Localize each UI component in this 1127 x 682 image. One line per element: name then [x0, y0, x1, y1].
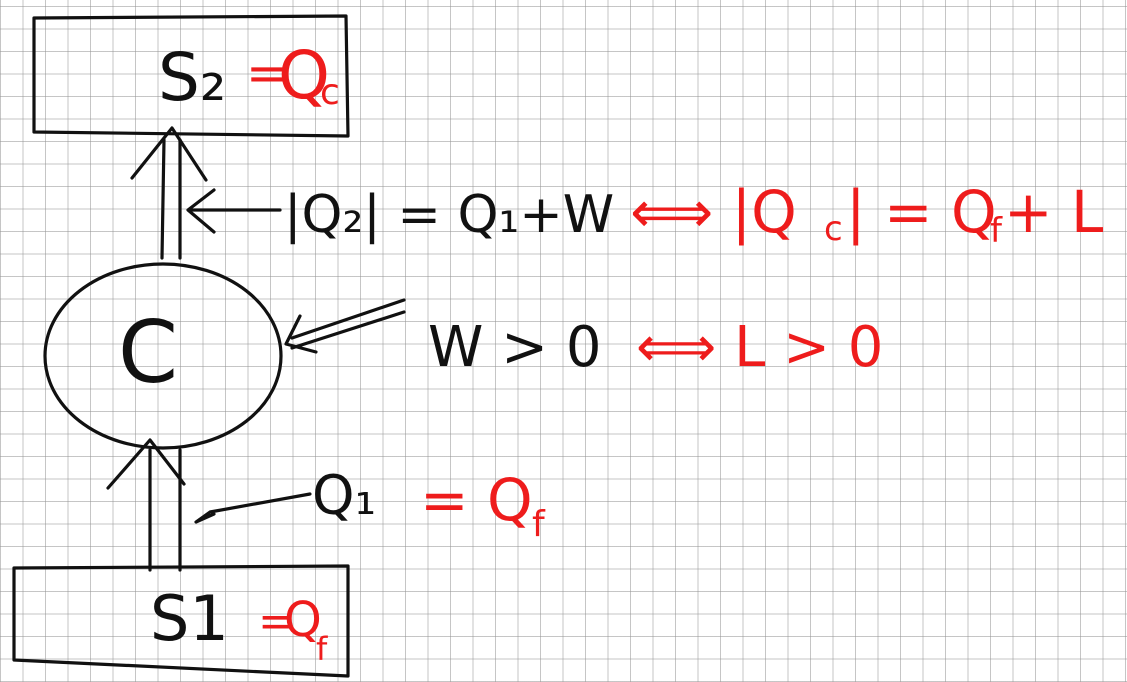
heat-out-red-equation: ⟺ |Q c | = Q f + L [630, 178, 1103, 251]
heat-in-red: = Q f [420, 466, 546, 545]
hot-reservoir: S₂ = Q c [32, 14, 350, 138]
hot-reservoir-label: S₂ [158, 39, 226, 116]
heat-in-pointer [194, 492, 312, 524]
heat-out-arrow [130, 126, 208, 260]
heat-out-pointer [186, 188, 282, 234]
work-in-arrowhead [284, 314, 318, 354]
work-condition-red: ⟺ L > 0 [636, 315, 883, 380]
cold-reservoir-equiv-sub: f [316, 630, 328, 668]
heat-out-red-sub2: f [990, 211, 1003, 251]
heat-out-red-eq: ⟺ |Q [630, 178, 797, 246]
heat-in-red-sub: f [532, 504, 546, 545]
heat-in-arrowhead [106, 438, 186, 490]
heat-in-arrow [106, 438, 186, 572]
machine-circle [43, 262, 283, 450]
heat-out-arrowhead [130, 126, 208, 182]
hot-reservoir-equiv-sub: c [320, 72, 340, 113]
heat-out-red-sub1: c [824, 209, 843, 249]
machine-label: C [118, 303, 178, 403]
heat-out-red-end: + L [1004, 178, 1103, 246]
heat-out-equation: |Q₂| = Q₁+W [284, 185, 614, 245]
machine: C [43, 262, 283, 450]
cold-reservoir: S1 = Q f [12, 564, 350, 678]
hot-reservoir-box [32, 14, 350, 138]
work-condition: W > 0 [428, 315, 602, 380]
work-in-arrow [284, 298, 406, 354]
hot-reservoir-equiv: Q [278, 37, 330, 114]
cold-reservoir-box [12, 564, 350, 678]
heat-in-label: Q₁ [312, 464, 376, 527]
heat-out-red-mid: | = Q [846, 178, 997, 246]
cold-reservoir-label: S1 [150, 582, 229, 655]
cold-reservoir-equiv: Q [284, 592, 322, 648]
heat-in-red-eq: = Q [420, 466, 533, 534]
hot-reservoir-equals: = [246, 44, 288, 102]
cold-reservoir-equals: = [258, 596, 295, 647]
